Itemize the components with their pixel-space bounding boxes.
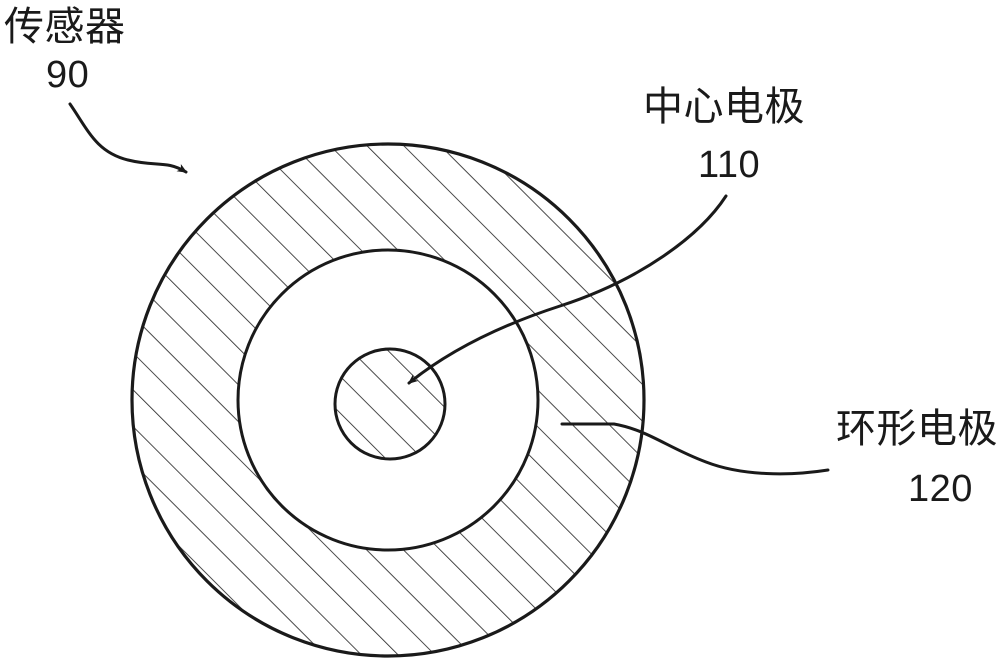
label-center-electrode-text: 中心电极: [643, 84, 805, 130]
label-sensor-text: 传感器: [4, 4, 126, 50]
middle-annulus-shape: [236, 248, 540, 552]
leader-line-ring-electrode: [560, 422, 830, 476]
leader-line-center-electrode: [407, 194, 728, 385]
leader-line-sensor: [68, 102, 188, 174]
label-center-electrode-number: 110: [698, 144, 761, 186]
middle-circle-outline: [236, 248, 540, 552]
label-ring-electrode-text: 环形电极: [836, 406, 998, 452]
label-sensor-number: 90: [46, 54, 90, 96]
outer-circle-outline: [130, 142, 646, 658]
label-ring-electrode-number: 120: [908, 468, 973, 510]
center-electrode-shape: [333, 347, 447, 461]
inner-circle-outline: [333, 347, 447, 461]
